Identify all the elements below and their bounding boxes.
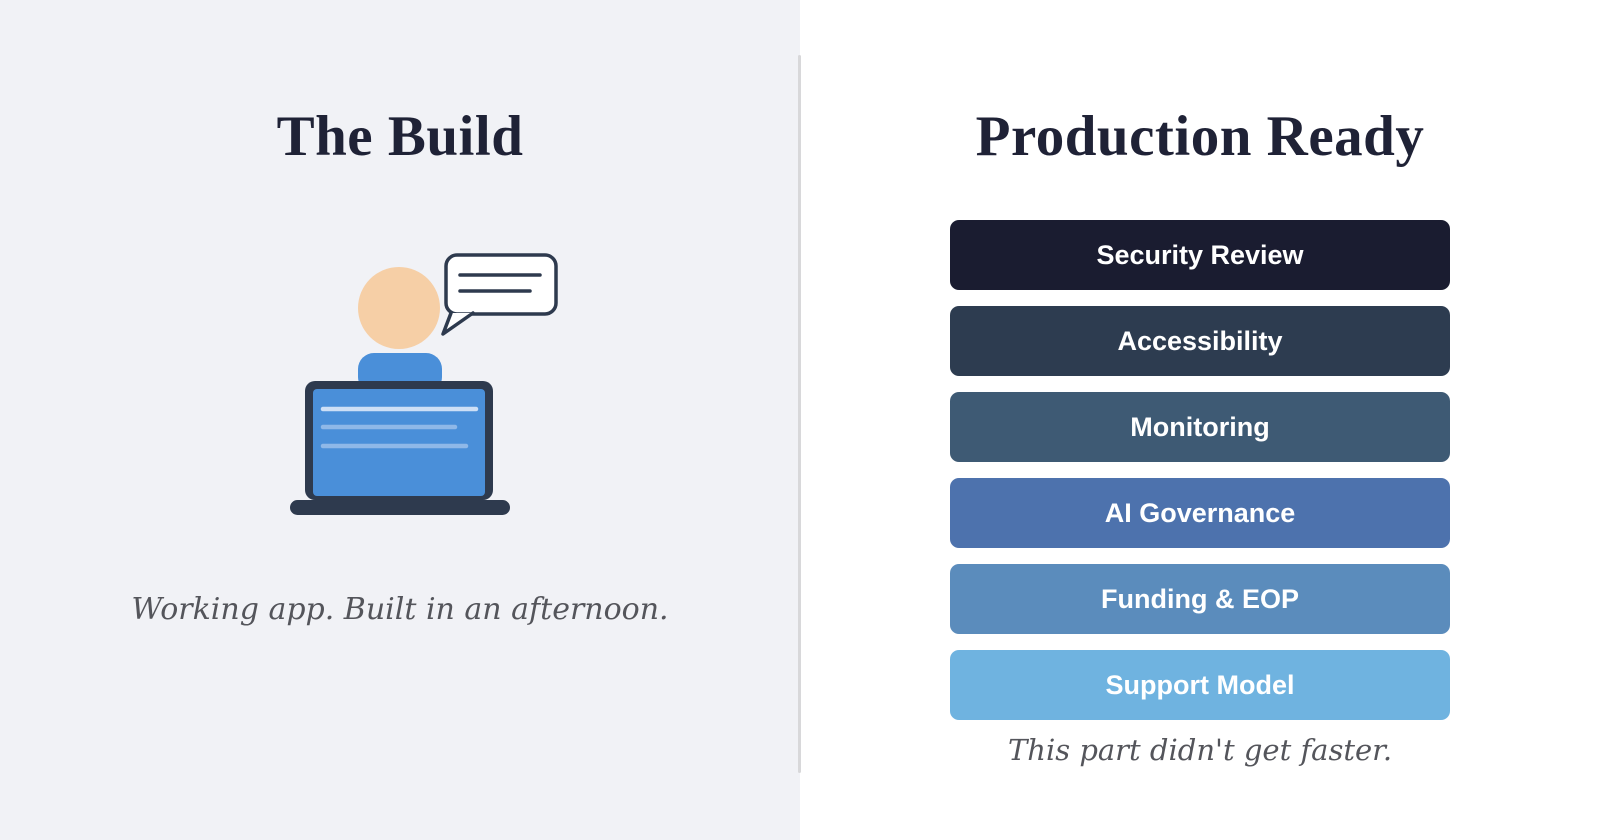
stack-item-security-review: Security Review [950, 220, 1450, 290]
left-panel-caption: Working app. Built in an afternoon. [131, 592, 669, 627]
left-panel: The Build [0, 0, 800, 840]
readiness-stack: Security Review Accessibility Monitoring… [950, 220, 1450, 736]
builder-illustration [285, 248, 561, 518]
right-panel: Production Ready Security Review Accessi… [800, 0, 1600, 840]
laptop-icon [290, 381, 510, 515]
stack-item-funding-eop: Funding & EOP [950, 564, 1450, 634]
stack-item-ai-governance: AI Governance [950, 478, 1450, 548]
stack-item-accessibility: Accessibility [950, 306, 1450, 376]
person-head-icon [358, 267, 440, 349]
builder-at-laptop-icon [290, 253, 558, 515]
left-panel-title: The Build [276, 105, 524, 168]
right-panel-title: Production Ready [975, 105, 1425, 168]
right-panel-caption: This part didn't get faster. [1007, 733, 1393, 767]
stack-item-monitoring: Monitoring [950, 392, 1450, 462]
stack-item-support-model: Support Model [950, 650, 1450, 720]
panel-divider [798, 55, 801, 773]
speech-bubble-icon [441, 253, 558, 336]
